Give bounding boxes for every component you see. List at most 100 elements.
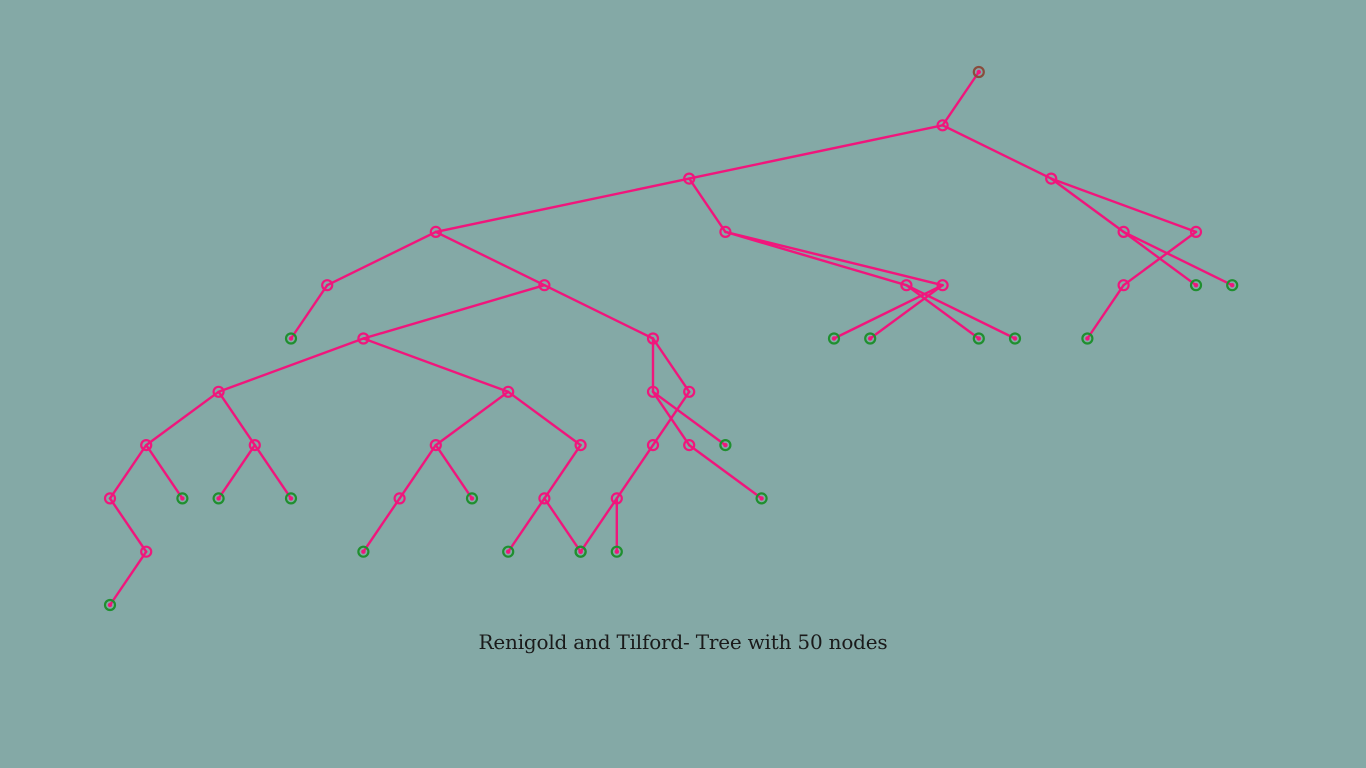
- node-core: [1193, 283, 1199, 288]
- tree-edge: [615, 443, 655, 500]
- node-core: [469, 496, 475, 501]
- internal-node: [683, 439, 696, 452]
- node-core: [216, 496, 221, 501]
- internal-node: [610, 492, 623, 505]
- tree-edge: [869, 284, 944, 340]
- leaf-node: [972, 332, 985, 345]
- node-core: [723, 442, 728, 448]
- internal-node: [212, 385, 225, 398]
- tree-edge: [724, 230, 944, 287]
- tree-edge: [326, 230, 437, 287]
- node-core: [976, 69, 981, 75]
- tree-edge: [941, 70, 980, 127]
- tree-edge: [434, 443, 474, 500]
- leaf-node: [502, 545, 515, 558]
- tree-edge: [941, 124, 1053, 180]
- tree-edge: [253, 443, 293, 500]
- tree-edge: [832, 284, 944, 340]
- leaf-node: [755, 492, 768, 505]
- tree-edge: [651, 337, 691, 393]
- node-core: [1230, 283, 1235, 288]
- node-core: [759, 496, 764, 501]
- tree-edge: [507, 390, 582, 447]
- node-core: [107, 602, 113, 608]
- internal-node: [646, 439, 660, 452]
- leaf-node: [357, 545, 370, 558]
- leaf-node: [1189, 279, 1203, 292]
- internal-node: [502, 385, 515, 398]
- tree-edge: [217, 337, 365, 393]
- leaf-node: [864, 332, 877, 345]
- tree-edge: [362, 284, 546, 340]
- leaf-node: [176, 492, 189, 505]
- node-core: [506, 549, 511, 554]
- leaf-node: [719, 439, 732, 452]
- node-core: [1012, 336, 1018, 341]
- leaf-node: [1081, 332, 1094, 345]
- tree-edge: [507, 497, 546, 553]
- tree-edge: [579, 497, 618, 553]
- internal-node: [1189, 225, 1203, 238]
- tree-edge: [434, 390, 510, 447]
- tree-edge: [543, 443, 582, 500]
- leaf-node: [465, 492, 479, 505]
- node-core: [1085, 336, 1090, 341]
- leaf-node: [284, 492, 298, 505]
- tree-edge: [1049, 177, 1198, 234]
- leaf-node: [1226, 279, 1239, 292]
- tree-edge: [1086, 284, 1125, 340]
- internal-node: [574, 439, 587, 452]
- tree-edge: [362, 497, 401, 553]
- diagram-caption: Renigold and Tilford- Tree with 50 nodes: [478, 630, 888, 654]
- internal-node: [1117, 225, 1130, 238]
- tree-edge: [434, 177, 691, 234]
- tree-edge: [108, 443, 148, 500]
- internal-node: [646, 385, 660, 398]
- tree-edge: [688, 124, 944, 180]
- node-core: [578, 549, 583, 554]
- tree-edge: [543, 497, 582, 553]
- internal-node: [683, 385, 696, 398]
- internal-node: [140, 545, 153, 558]
- tree-edge: [1122, 230, 1234, 287]
- tree-edge: [108, 550, 148, 607]
- internal-node: [103, 492, 117, 505]
- internal-node: [1045, 172, 1058, 185]
- internal-node: [429, 439, 442, 452]
- node-core: [831, 336, 837, 341]
- internal-node: [357, 332, 370, 345]
- node-core: [288, 336, 294, 341]
- tree-edge: [688, 443, 763, 500]
- internal-node: [936, 119, 949, 132]
- tree-edges: [108, 70, 1234, 607]
- leaf-node: [827, 332, 841, 345]
- internal-node: [248, 439, 261, 452]
- node-core: [614, 549, 619, 554]
- tree-edge: [688, 177, 727, 234]
- internal-node: [936, 279, 949, 292]
- root-node: [972, 65, 985, 79]
- leaf-node: [1008, 332, 1022, 345]
- tree-edge: [362, 337, 510, 393]
- tree-edge: [1049, 177, 1125, 234]
- internal-node: [429, 225, 442, 238]
- internal-node: [1117, 279, 1130, 292]
- tree-edge: [543, 284, 655, 340]
- node-core: [976, 336, 981, 341]
- tree-edge: [651, 390, 691, 447]
- tree-edge: [398, 443, 437, 500]
- tree-edge: [905, 284, 980, 340]
- tree-edge: [434, 230, 546, 287]
- tree-edge: [144, 390, 220, 447]
- tree-edge: [144, 443, 184, 500]
- leaf-node: [574, 545, 587, 558]
- tree-edge: [108, 497, 148, 553]
- internal-node: [538, 492, 551, 505]
- tree-edge: [289, 284, 329, 340]
- tree-edge: [217, 443, 257, 500]
- tree-edge: [217, 390, 257, 447]
- internal-node: [538, 279, 551, 292]
- internal-node: [393, 492, 406, 505]
- node-core: [361, 549, 366, 554]
